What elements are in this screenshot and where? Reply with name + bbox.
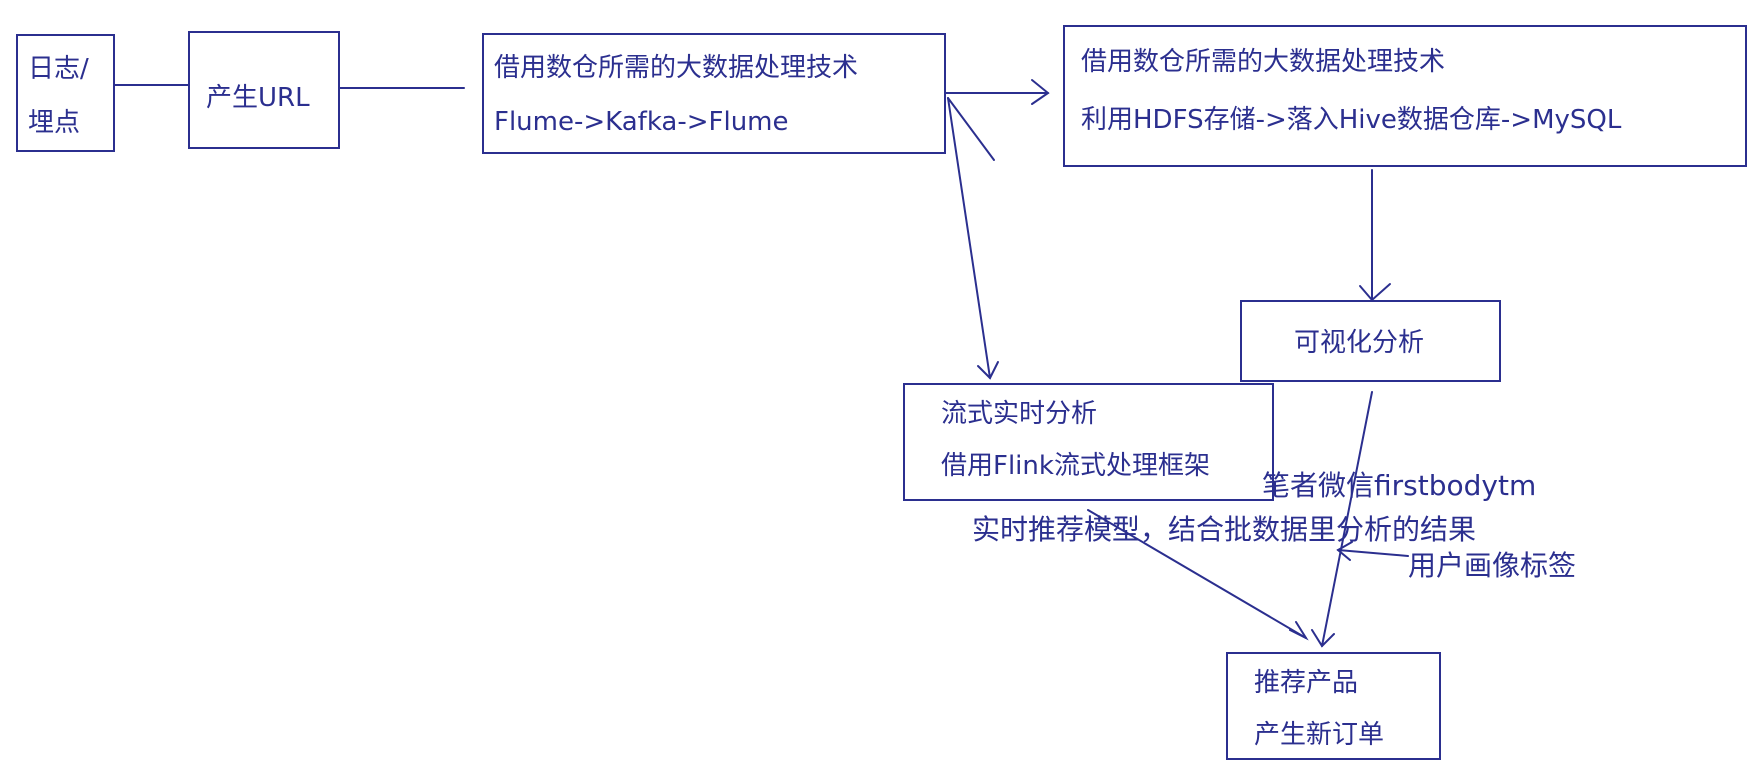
- node-recommend-line-2: 产生新订单: [1254, 720, 1385, 750]
- arrowhead-recommend-left: [1289, 621, 1309, 641]
- node-ingest-line-2: Flume->Kafka->Flume: [494, 107, 789, 137]
- edge-visual-to-recommend: [1321, 391, 1373, 647]
- node-url-label: 产生URL: [206, 83, 310, 113]
- edge-stream-to-recommend: [1087, 509, 1307, 639]
- node-warehouse-line-2: 利用HDFS存储->落入Hive数据仓库->MySQL: [1081, 105, 1622, 135]
- node-visual: 可视化分析: [1240, 300, 1501, 382]
- arrowhead-visual: [1359, 283, 1391, 302]
- node-ingest-line-1: 借用数仓所需的大数据处理技术: [494, 53, 859, 83]
- node-log-line-2: 埋点: [28, 108, 81, 138]
- node-recommend-line-1: 推荐产品: [1254, 668, 1359, 698]
- node-recommend: 推荐产品 产生新订单: [1226, 652, 1441, 760]
- node-visual-label: 可视化分析: [1294, 328, 1425, 358]
- node-warehouse-line-1: 借用数仓所需的大数据处理技术: [1081, 47, 1446, 77]
- annotation-portrait: 用户画像标签: [1408, 549, 1577, 582]
- arrowhead-warehouse: [1031, 79, 1050, 105]
- annotation-wechat: 笔者微信firstbodytm: [1262, 469, 1537, 502]
- node-ingest: 借用数仓所需的大数据处理技术 Flume->Kafka->Flume: [482, 33, 946, 154]
- node-url: 产生URL: [188, 31, 340, 149]
- arrowhead-recommend-right: [1311, 629, 1335, 648]
- edge-ingest-to-stream-side: [947, 97, 995, 161]
- node-stream: 流式实时分析 借用Flink流式处理框架: [903, 383, 1274, 501]
- annotation-model: 实时推荐模型，结合批数据里分析的结果: [972, 513, 1477, 546]
- edge-ingest-to-stream: [947, 97, 991, 379]
- node-log-line-1: 日志/: [28, 54, 89, 84]
- node-stream-line-1: 流式实时分析: [941, 399, 1098, 429]
- arrowhead-stream: [977, 361, 999, 380]
- arrowhead-portrait: [1336, 541, 1353, 561]
- node-log: 日志/ 埋点: [16, 34, 115, 152]
- node-warehouse: 借用数仓所需的大数据处理技术 利用HDFS存储->落入Hive数据仓库->MyS…: [1063, 25, 1747, 167]
- edge-portrait: [1337, 549, 1409, 557]
- node-stream-line-2: 借用Flink流式处理框架: [941, 451, 1210, 481]
